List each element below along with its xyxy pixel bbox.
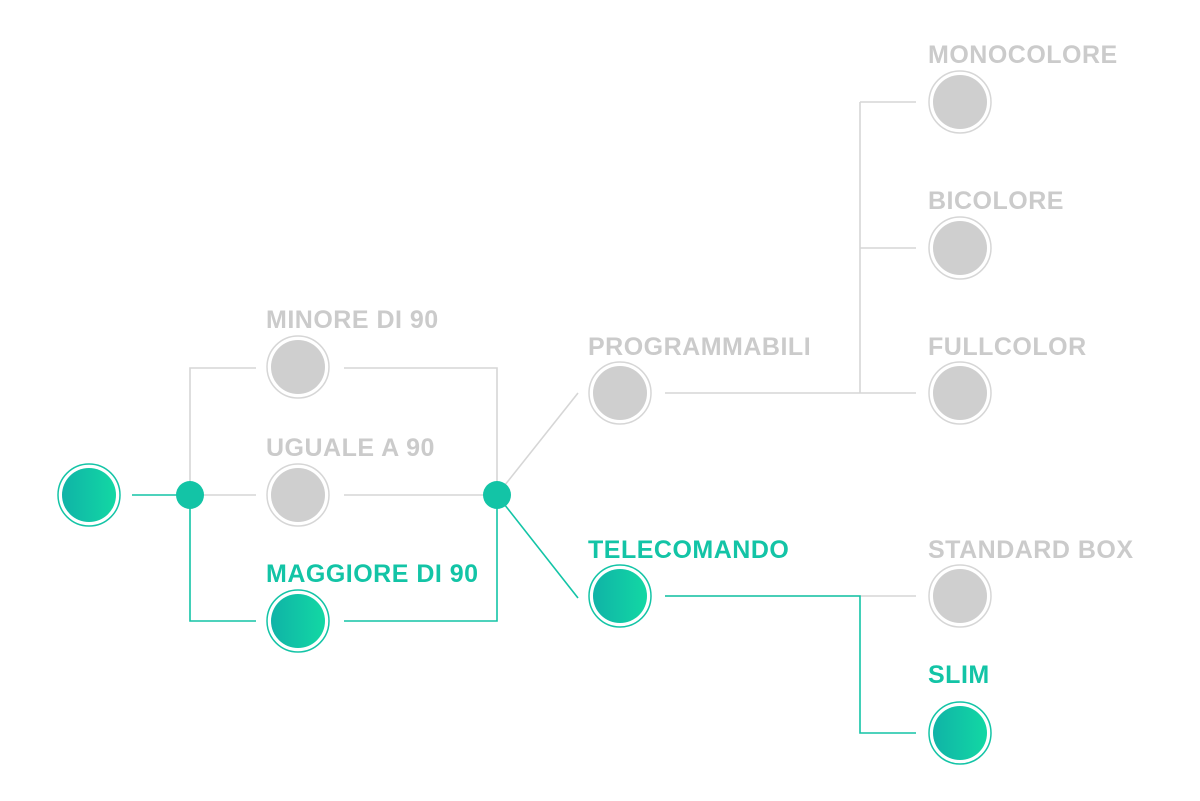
label-maggiore-di-90: MAGGIORE DI 90 <box>266 560 479 588</box>
label-programmabili: PROGRAMMABILI <box>588 333 812 361</box>
edge-minore-junction2 <box>344 367 498 495</box>
label-standard-box: STANDARD BOX <box>928 536 1134 564</box>
node-monocolore[interactable] <box>928 70 992 134</box>
edge-telecomando-slim <box>665 595 916 734</box>
node-uguale-a-90[interactable] <box>266 463 330 527</box>
label-monocolore: MONOCOLORE <box>928 41 1118 69</box>
label-minore-di-90: MINORE DI 90 <box>266 306 439 334</box>
junction-dot-2 <box>483 481 511 509</box>
label-uguale-a-90: UGUALE A 90 <box>266 434 435 462</box>
label-bicolore: BICOLORE <box>928 187 1064 215</box>
junction-dot-1 <box>176 481 204 509</box>
edge-junction-maggiore <box>189 495 256 622</box>
label-telecomando: TELECOMANDO <box>588 536 790 564</box>
node-root[interactable] <box>57 463 121 527</box>
node-programmabili[interactable] <box>588 361 652 425</box>
label-fullcolor: FULLCOLOR <box>928 333 1087 361</box>
node-telecomando[interactable] <box>588 564 652 628</box>
edge-junction-minore <box>189 367 256 495</box>
node-maggiore-di-90[interactable] <box>266 589 330 653</box>
edge-junction2-programmabili <box>496 392 579 496</box>
node-slim[interactable] <box>928 701 992 765</box>
node-minore-di-90[interactable] <box>266 335 330 399</box>
node-standard-box[interactable] <box>928 564 992 628</box>
node-fullcolor[interactable] <box>928 361 992 425</box>
edge-maggiore-junction2 <box>344 495 498 622</box>
edge-junction2-telecomando <box>496 494 579 599</box>
node-bicolore[interactable] <box>928 216 992 280</box>
label-slim: SLIM <box>928 661 990 689</box>
